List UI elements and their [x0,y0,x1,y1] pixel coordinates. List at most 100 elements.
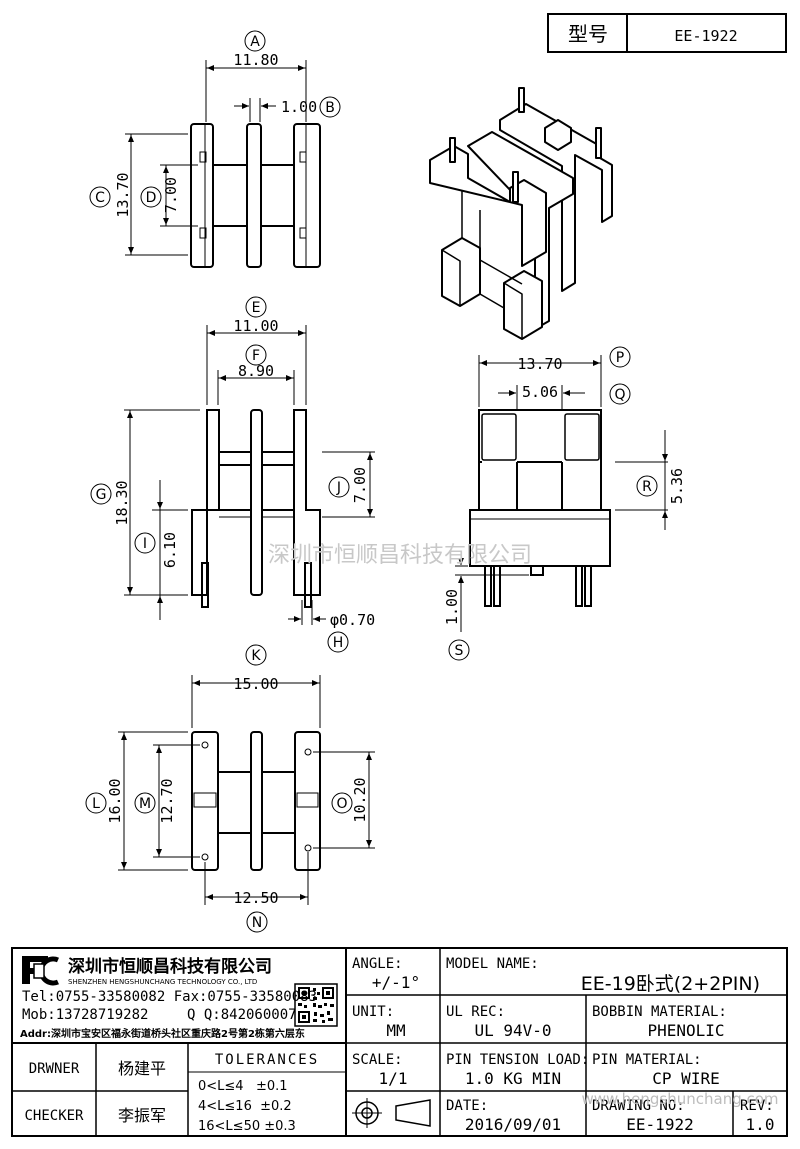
dim-j-value: 7.00 [351,467,369,503]
dim-l-value: 16.00 [106,778,124,823]
front-view-dims [124,325,375,625]
dim-g-value: 18.30 [113,480,131,525]
dim-f-value: 8.90 [238,362,274,380]
bottom-view [191,731,321,871]
svg-text:M: M [139,796,151,812]
callout-n: N [246,911,268,933]
callout-i: I [134,532,156,554]
dim-q-value: 5.06 [522,383,558,401]
dim-p-value: 13.70 [517,355,562,373]
side-view-dims [125,60,307,256]
svg-text:S: S [455,643,464,659]
drwner-value: 杨建平 [118,1059,166,1078]
company-name-en: SHENZHEN HENGSHUNCHANG TECHNOLOGY CO., L… [68,978,257,986]
dim-b-value: 1.00 [281,98,317,116]
bobbin-material-label: BOBBIN MATERIAL: [592,1004,727,1020]
callout-a: A [244,30,266,52]
header-box: 型号 EE-1922 [547,13,787,53]
bobbin-material-value: PHENOLIC [647,1021,724,1040]
model-name-value: EE-19卧式(2+2PIN) [581,973,760,995]
front-view [191,409,321,608]
tolerance-row-3: 16<L≤50 ±0.3 [198,1119,296,1134]
svg-text:H: H [333,635,344,651]
callout-s: S [448,639,470,661]
isometric-view [429,87,613,340]
title-block [11,947,788,1137]
qr-code [294,983,338,1027]
scale-value: 1/1 [379,1069,408,1088]
svg-text:D: D [146,190,157,206]
tolerances-label: TOLERANCES [215,1052,319,1068]
svg-text:C: C [95,190,105,206]
bottom-view-dims [118,675,375,905]
drwner-label: DRWNER [29,1061,80,1077]
company-qq: Q Q:842060007 [187,1007,297,1023]
tolerance-row-1: 0<L≤4 ±0.1 [198,1079,288,1094]
angle-value: +/-1° [372,973,420,992]
ul-rec-label: UL REC: [446,1004,505,1020]
model-code: EE-1922 [674,27,737,45]
svg-text:F: F [252,348,260,364]
svg-text:P: P [616,350,624,366]
end-view-dims [455,355,668,632]
checker-label: CHECKER [24,1108,84,1124]
dim-r-value: 5.36 [668,468,686,504]
callout-r: R [636,475,658,497]
dim-a-value: 11.80 [233,51,278,69]
svg-text:O: O [336,796,347,812]
dim-k-value: 15.00 [233,675,278,693]
svg-text:I: I [143,536,147,552]
callout-j: J [328,476,350,498]
type-label: 型号 [568,22,608,46]
dim-c-value: 13.70 [114,172,132,217]
unit-label: UNIT: [352,1004,394,1020]
svg-text:N: N [252,915,262,931]
tolerance-row-2: 4<L≤16 ±0.2 [198,1099,292,1114]
dim-m-value: 12.70 [158,778,176,823]
side-view [190,123,321,268]
dim-n-value: 12.50 [233,889,278,907]
callout-q: Q [609,383,631,405]
angle-label: ANGLE: [352,956,403,972]
svg-text:Q: Q [614,387,625,403]
projection-symbol [352,1098,431,1128]
unit-value: MM [386,1021,405,1040]
company-tel: Tel:0755-33580082 Fax:0755-33580083 [22,989,317,1005]
pin-tension-label: PIN TENSION LOAD: [446,1052,589,1068]
dim-s-value: 1.00 [443,589,461,625]
callout-k: K [245,644,267,666]
svg-text:G: G [96,487,107,503]
callout-e: E [245,296,267,318]
ul-rec-value: UL 94V-0 [474,1021,551,1040]
callout-f: F [245,344,267,366]
callout-c: C [89,186,111,208]
watermark-text: 深圳市恒顺昌科技有限公司 [268,543,532,568]
dim-h-value: φ0.70 [330,611,375,629]
watermark-url: www.hengshunchang.com [581,1090,778,1108]
rev-value: 1.0 [746,1115,775,1134]
dim-d-value: 7.00 [162,177,180,213]
company-logo [22,956,59,986]
pin-material-value: CP WIRE [652,1069,719,1088]
svg-text:B: B [325,100,335,116]
checker-value: 李振军 [118,1106,166,1125]
end-view [469,409,611,607]
callout-m: M [134,792,156,814]
svg-text:A: A [250,34,260,50]
rev-label: REV: [740,1098,774,1114]
drawing-no-label: DRAWING NO: [592,1098,685,1114]
model-name-label: MODEL NAME: [446,956,539,972]
svg-text:R: R [642,479,652,495]
date-label: DATE: [446,1098,488,1114]
svg-text:E: E [252,300,261,316]
scale-label: SCALE: [352,1052,403,1068]
dim-e-value: 11.00 [233,317,278,335]
svg-text:L: L [92,796,100,812]
callout-p: P [609,346,631,368]
dim-o-value: 10.20 [351,777,369,822]
svg-text:J: J [336,480,341,496]
pin-material-label: PIN MATERIAL: [592,1052,702,1068]
company-name-cn: 深圳市恒顺昌科技有限公司 [68,956,272,977]
date-value: 2016/09/01 [465,1115,561,1134]
callout-d: D [140,186,162,208]
